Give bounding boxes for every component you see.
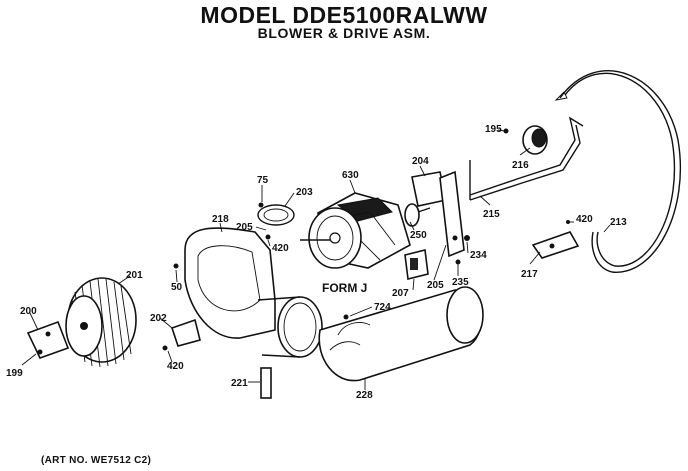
screw-195 [503,128,509,134]
form-label: FORM J [322,281,367,295]
exhaust-duct [318,286,484,382]
callout-204: 204 [412,156,429,167]
blower-housing [173,227,323,358]
callout-213: 213 [610,217,627,228]
callout-218: 218 [212,214,229,225]
centrifugal-switch [404,249,429,280]
page-subtitle: BLOWER & DRIVE ASM. [257,25,431,41]
page-title: MODEL DDE5100RALWW [200,2,488,28]
callout-75: 75 [257,175,269,186]
callout-195: 195 [485,124,502,135]
duct-bracket [162,318,201,351]
motor-switch-bracket [411,170,470,265]
drive-motor [300,192,431,269]
callout-199: 199 [6,368,23,379]
callout-200: 200 [20,306,37,317]
blower-wheel [65,277,137,368]
callout-420-right: 420 [576,214,593,225]
callout-202: 202 [150,313,167,324]
callout-labels: 195 216 213 420 217 215 204 630 75 203 2… [6,124,627,401]
drum-belt [554,70,682,273]
motor-mount-bracket [26,320,70,359]
leader-lines [21,129,611,390]
callout-724: 724 [374,302,391,313]
callout-630: 630 [342,170,359,181]
idler-pulley [503,125,548,155]
callout-250: 250 [410,230,427,241]
callout-234: 234 [470,250,487,261]
callout-205-left: 205 [236,222,253,233]
art-number: (ART NO. WE7512 C2) [41,455,152,466]
callout-235: 235 [452,277,469,288]
callout-205-bracket: 205 [427,280,444,291]
callout-216: 216 [512,160,529,171]
callout-207: 207 [392,288,409,299]
callout-215: 215 [483,209,500,220]
callout-217: 217 [521,269,538,280]
callout-50: 50 [171,282,183,293]
callout-420-lower: 420 [167,361,184,372]
callout-221: 221 [231,378,248,389]
callout-203: 203 [296,187,313,198]
idler-arm [469,116,584,201]
duct-seal [260,367,272,399]
motor-clamp [257,202,295,240]
callout-228: 228 [356,390,373,401]
callout-201: 201 [126,270,143,281]
callout-420-motor: 420 [272,243,289,254]
